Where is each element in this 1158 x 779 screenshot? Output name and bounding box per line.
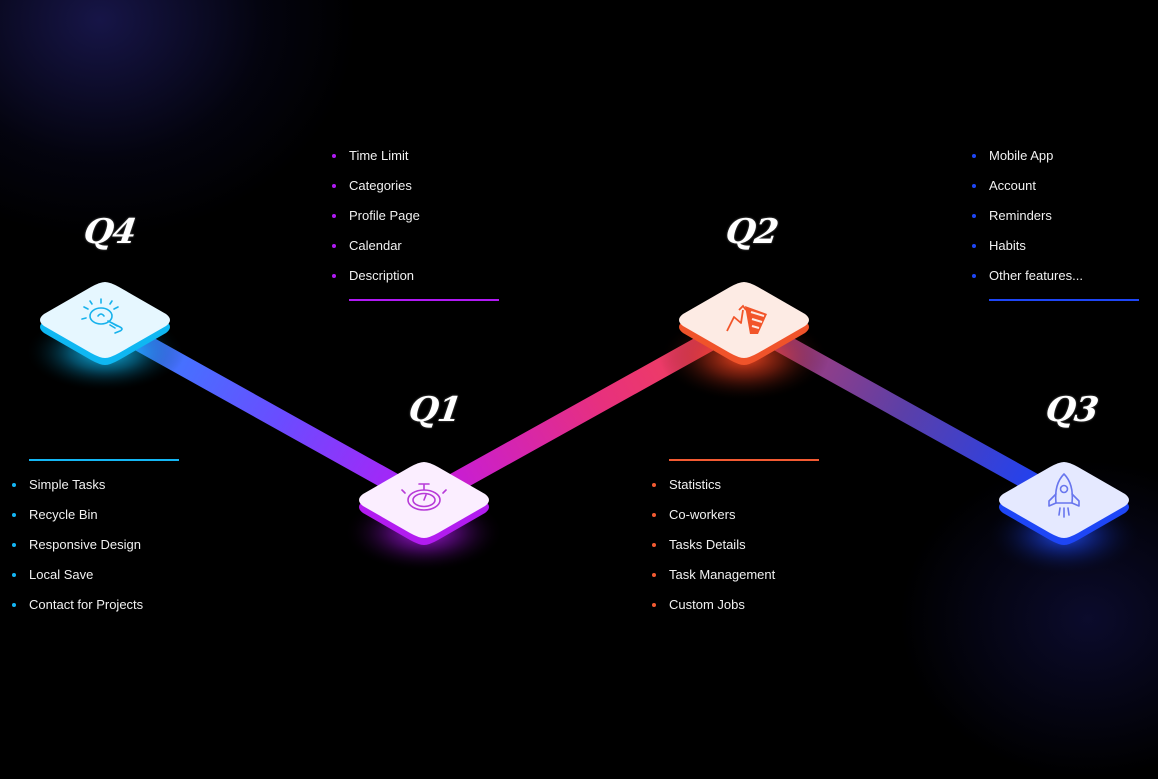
- list-item: Contact for Projects: [12, 590, 143, 620]
- milestone-label-q4: Q4: [81, 212, 139, 252]
- list-item: Time Limit: [332, 141, 420, 171]
- divider-q4: [29, 459, 179, 461]
- divider-q3: [989, 299, 1139, 301]
- list-item: Custom Jobs: [652, 590, 775, 620]
- divider-q2: [669, 459, 819, 461]
- list-item: Habits: [972, 231, 1083, 261]
- list-item: Simple Tasks: [12, 470, 143, 500]
- feature-list-q2: Statistics Co-workers Tasks Details Task…: [652, 470, 775, 620]
- list-item: Reminders: [972, 201, 1083, 231]
- milestone-label-q1: Q1: [406, 390, 464, 430]
- list-item: Responsive Design: [12, 530, 143, 560]
- list-item: Account: [972, 171, 1083, 201]
- feature-list-q4: Simple Tasks Recycle Bin Responsive Desi…: [12, 470, 143, 620]
- list-item: Mobile App: [972, 141, 1083, 171]
- list-item: Local Save: [12, 560, 143, 590]
- growth-chart-icon: [726, 304, 767, 334]
- milestone-node-q2: [679, 282, 809, 365]
- divider-q1: [349, 299, 499, 301]
- milestone-node-q1: [359, 462, 489, 545]
- list-item: Other features...: [972, 261, 1083, 291]
- list-item: Profile Page: [332, 201, 420, 231]
- list-item: Calendar: [332, 231, 420, 261]
- list-item: Statistics: [652, 470, 775, 500]
- milestone-label-q2: Q2: [723, 212, 781, 252]
- rocket-icon: [1048, 473, 1080, 518]
- list-item: Description: [332, 261, 420, 291]
- list-item: Task Management: [652, 560, 775, 590]
- stopwatch-icon: [401, 483, 447, 511]
- list-item: Tasks Details: [652, 530, 775, 560]
- milestone-node-q4: [40, 282, 170, 365]
- list-item: Categories: [332, 171, 420, 201]
- feature-list-q3: Mobile App Account Reminders Habits Othe…: [972, 141, 1083, 291]
- list-item: Recycle Bin: [12, 500, 143, 530]
- feature-list-q1: Time Limit Categories Profile Page Calen…: [332, 141, 420, 291]
- milestone-label-q3: Q3: [1043, 390, 1101, 430]
- roadmap-graphic: [25, 282, 1144, 577]
- list-item: Co-workers: [652, 500, 775, 530]
- lightbulb-icon: [81, 298, 123, 334]
- milestone-node-q3: [999, 462, 1129, 545]
